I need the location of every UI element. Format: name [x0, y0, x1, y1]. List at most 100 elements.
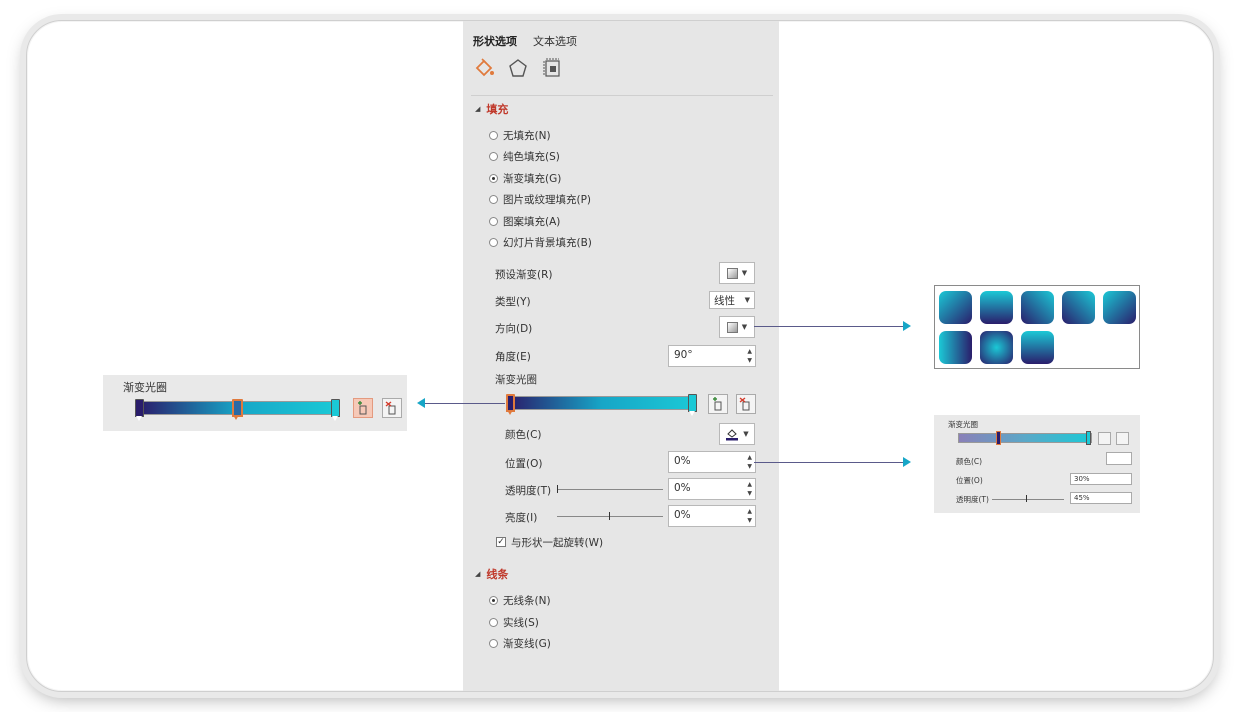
radio-button[interactable] — [489, 217, 498, 226]
position-value: 0% — [674, 455, 691, 467]
angle-spinner[interactable]: 90° ▲▼ — [668, 345, 756, 367]
transparency-slider-thumb[interactable] — [557, 485, 558, 493]
rotate-with-shape-label: 与形状一起旋转(W) — [511, 537, 604, 549]
gradient-stop-selected[interactable] — [506, 394, 515, 415]
add-stop-button[interactable] — [708, 394, 728, 414]
paint-bucket-icon — [726, 429, 739, 441]
spin-arrows-icon[interactable]: ▲▼ — [747, 454, 752, 470]
direction-presets-popup — [934, 285, 1140, 369]
radio-gradient-line[interactable]: 渐变线(G) — [489, 636, 551, 651]
preset-gradient-dropdown[interactable]: ▼ — [719, 262, 755, 284]
transparency-value: 0% — [674, 482, 691, 494]
mini-position-label: 位置(O) — [956, 476, 983, 485]
arrow-right-icon — [903, 457, 911, 467]
effects-pentagon-icon[interactable] — [507, 57, 529, 79]
radio-label: 渐变线(G) — [503, 638, 551, 650]
size-properties-icon[interactable] — [541, 57, 563, 79]
direction-preset-tile[interactable] — [1021, 291, 1054, 324]
radio-button[interactable] — [489, 152, 498, 161]
tab-text-options[interactable]: 文本选项 — [533, 35, 577, 48]
radio-button[interactable] — [489, 596, 498, 605]
radio-solid-line[interactable]: 实线(S) — [489, 615, 539, 630]
chevron-down-icon: ▼ — [744, 296, 750, 304]
mini-color-label: 颜色(C) — [956, 457, 983, 466]
callout-add-stop-button — [353, 398, 373, 418]
mini-transparency-label: 透明度(T) — [956, 495, 989, 504]
radio-button[interactable] — [489, 195, 498, 204]
type-dropdown[interactable]: 线性 ▼ — [709, 291, 755, 309]
remove-stop-button[interactable] — [736, 394, 756, 414]
direction-swatch-icon — [726, 321, 738, 333]
direction-preset-tile[interactable] — [939, 331, 972, 364]
callout-stop-selected — [232, 399, 243, 420]
tab-shape-options[interactable]: 形状选项 — [473, 35, 517, 48]
color-label: 颜色(C) — [505, 429, 542, 441]
direction-preset-tile[interactable] — [1021, 331, 1054, 364]
collapse-triangle-icon: ◢ — [475, 105, 481, 113]
mini-add-stop-button — [1098, 432, 1111, 445]
mini-transparency-value: 45% — [1074, 494, 1090, 502]
mini-stops-label: 渐变光圈 — [948, 420, 978, 429]
connector-line-left — [425, 403, 505, 404]
connector-line-position — [754, 462, 904, 463]
mini-position-value: 30% — [1074, 475, 1090, 483]
radio-button[interactable] — [489, 618, 498, 627]
radio-button[interactable] — [489, 238, 498, 247]
direction-preset-tile[interactable] — [939, 291, 972, 324]
panel-tabs: 形状选项 文本选项 — [473, 33, 577, 49]
spin-arrows-icon[interactable]: ▲▼ — [747, 481, 752, 497]
radio-picture-fill[interactable]: 图片或纹理填充(P) — [489, 192, 591, 207]
divider — [471, 95, 773, 96]
type-label: 类型(Y) — [495, 296, 531, 308]
angle-value: 90° — [674, 349, 693, 361]
gradient-stops-zoom-callout: 渐变光圈 — [103, 375, 407, 431]
direction-preset-tile[interactable] — [1103, 291, 1136, 324]
mini-color-button — [1106, 452, 1132, 465]
direction-dropdown[interactable]: ▼ — [719, 316, 755, 338]
callout-label: 渐变光圈 — [123, 381, 167, 394]
gradient-stops-bar[interactable] — [508, 396, 696, 410]
remove-stop-icon — [385, 401, 396, 415]
line-section-header[interactable]: ◢ 线条 — [475, 566, 508, 582]
fill-section-header[interactable]: ◢ 填充 — [475, 101, 508, 117]
line-section-title: 线条 — [486, 568, 509, 581]
radio-label: 图案填充(A) — [503, 216, 561, 228]
radio-label: 无线条(N) — [503, 595, 551, 607]
radio-no-fill[interactable]: 无填充(N) — [489, 128, 551, 143]
callout-stop-start — [135, 399, 144, 421]
radio-button[interactable] — [489, 639, 498, 648]
radio-background-fill[interactable]: 幻灯片背景填充(B) — [489, 235, 592, 250]
radio-label: 无填充(N) — [503, 130, 551, 142]
transparency-label: 透明度(T) — [505, 485, 552, 497]
angle-label: 角度(E) — [495, 351, 531, 363]
radio-button[interactable] — [489, 174, 498, 183]
fill-line-icon[interactable] — [473, 57, 495, 79]
mini-transparency-field: 45% — [1070, 492, 1132, 504]
radio-no-line[interactable]: 无线条(N) — [489, 593, 551, 608]
spin-arrows-icon[interactable]: ▲▼ — [747, 508, 752, 524]
radio-button[interactable] — [489, 131, 498, 140]
transparency-spinner[interactable]: 0% ▲▼ — [668, 478, 756, 500]
radio-pattern-fill[interactable]: 图案填充(A) — [489, 214, 560, 229]
spin-arrows-icon[interactable]: ▲▼ — [747, 348, 752, 364]
gradient-stops-label: 渐变光圈 — [495, 374, 537, 386]
brightness-slider[interactable] — [557, 516, 663, 517]
position-spinner[interactable]: 0% ▲▼ — [668, 451, 756, 473]
direction-preset-tile[interactable] — [980, 331, 1013, 364]
radio-gradient-fill[interactable]: 渐变填充(G) — [489, 171, 561, 186]
connector-line-direction — [754, 326, 904, 327]
type-value: 线性 — [714, 294, 735, 307]
brightness-spinner[interactable]: 0%▲▼ — [668, 505, 756, 527]
fill-section-title: 填充 — [486, 103, 509, 116]
direction-label: 方向(D) — [495, 323, 533, 335]
radio-label: 幻灯片背景填充(B) — [503, 237, 592, 249]
transparency-slider[interactable] — [557, 489, 663, 490]
direction-preset-tile[interactable] — [980, 291, 1013, 324]
gradient-stop[interactable] — [688, 394, 697, 416]
radio-solid-fill[interactable]: 纯色填充(S) — [489, 149, 560, 164]
direction-preset-tile[interactable] — [1062, 291, 1095, 324]
brightness-slider-thumb[interactable] — [609, 512, 610, 520]
color-picker-button[interactable]: ▼ — [719, 423, 755, 445]
gradient-swatch-icon — [726, 267, 738, 279]
rotate-with-shape-checkbox[interactable]: ✓ — [496, 537, 506, 547]
